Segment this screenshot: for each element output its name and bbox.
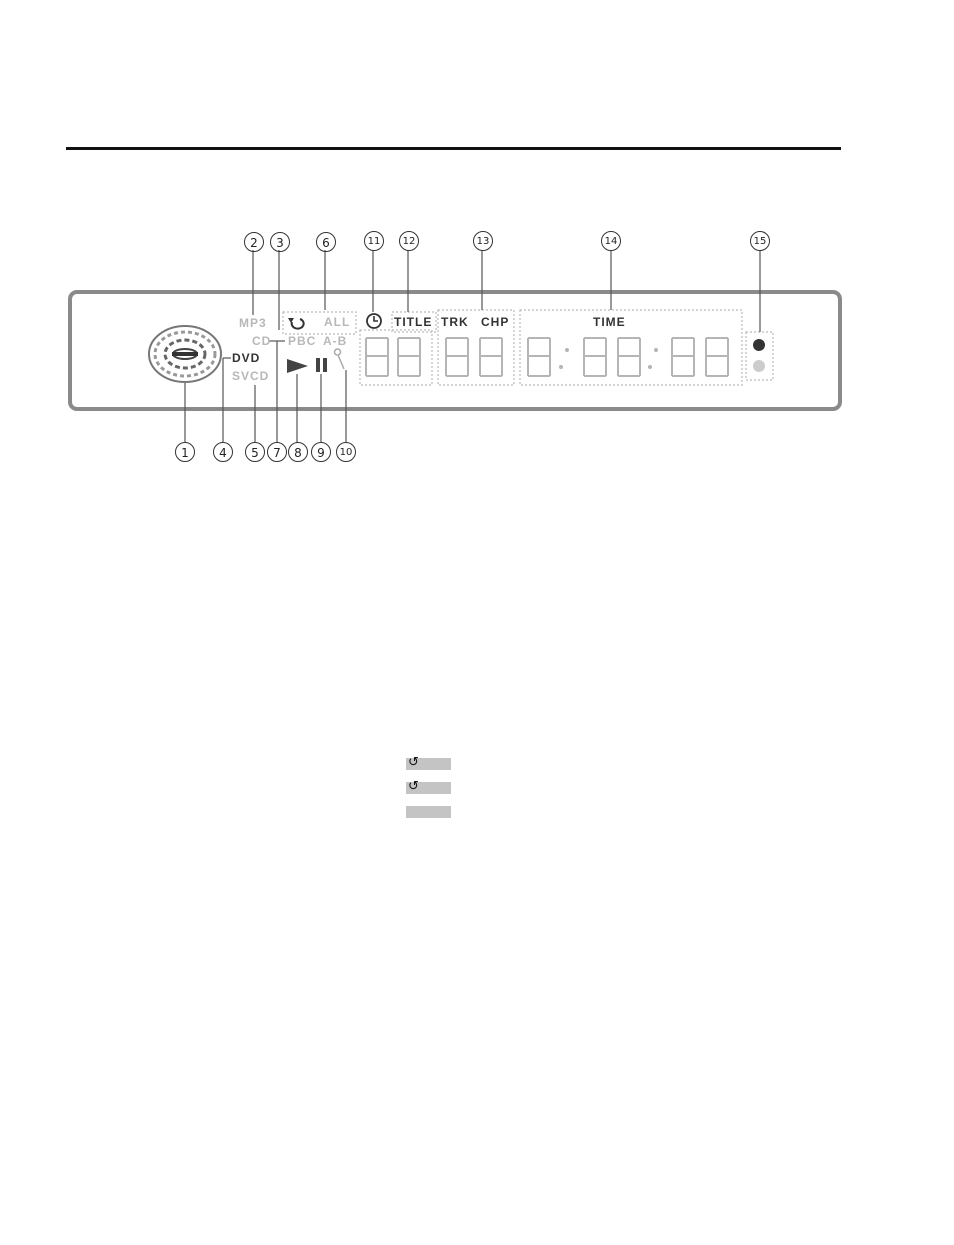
callout-6: 6 [316,232,336,252]
legend-row-repeat: ↺ [406,779,451,794]
legend-row-repeat-one: ↺ [406,755,451,770]
pause-icon [316,358,327,372]
label-dvd: DVD [232,351,261,365]
label-pbc: PBC [288,334,317,348]
repeat-one-icon: ↺ [408,755,419,770]
label-cd: CD [252,334,272,348]
label-svcd: SVCD [232,369,270,383]
callout-9: 9 [311,442,331,462]
callout-12: 12 [399,231,419,251]
label-trk: TRK [441,315,469,329]
callout-13: 13 [473,231,493,251]
indicator-dot-on [753,339,765,351]
indicator-dot-off [753,360,765,372]
callout-4: 4 [213,442,233,462]
repeat-icon: ↺ [408,779,419,794]
legend-row-blank [406,806,451,818]
label-ab: A-B [323,334,348,348]
disc-icon [148,325,222,383]
callout-11: 11 [364,231,384,251]
repeat-icon [290,318,305,330]
callout-10: 10 [336,442,356,462]
callout-2: 2 [244,232,264,252]
clock-icon [366,313,382,329]
label-time: TIME [593,315,626,329]
label-all: ALL [324,315,351,329]
label-title: TITLE [394,315,433,329]
callout-8: 8 [288,442,308,462]
callout-7: 7 [267,442,287,462]
callout-5: 5 [245,442,265,462]
label-chp: CHP [481,315,510,329]
play-icon [287,359,308,373]
callout-14: 14 [601,231,621,251]
top-rule [66,147,841,150]
callout-3: 3 [270,232,290,252]
callout-1: 1 [175,442,195,462]
label-mp3: MP3 [239,316,267,330]
callout-15: 15 [750,231,770,251]
